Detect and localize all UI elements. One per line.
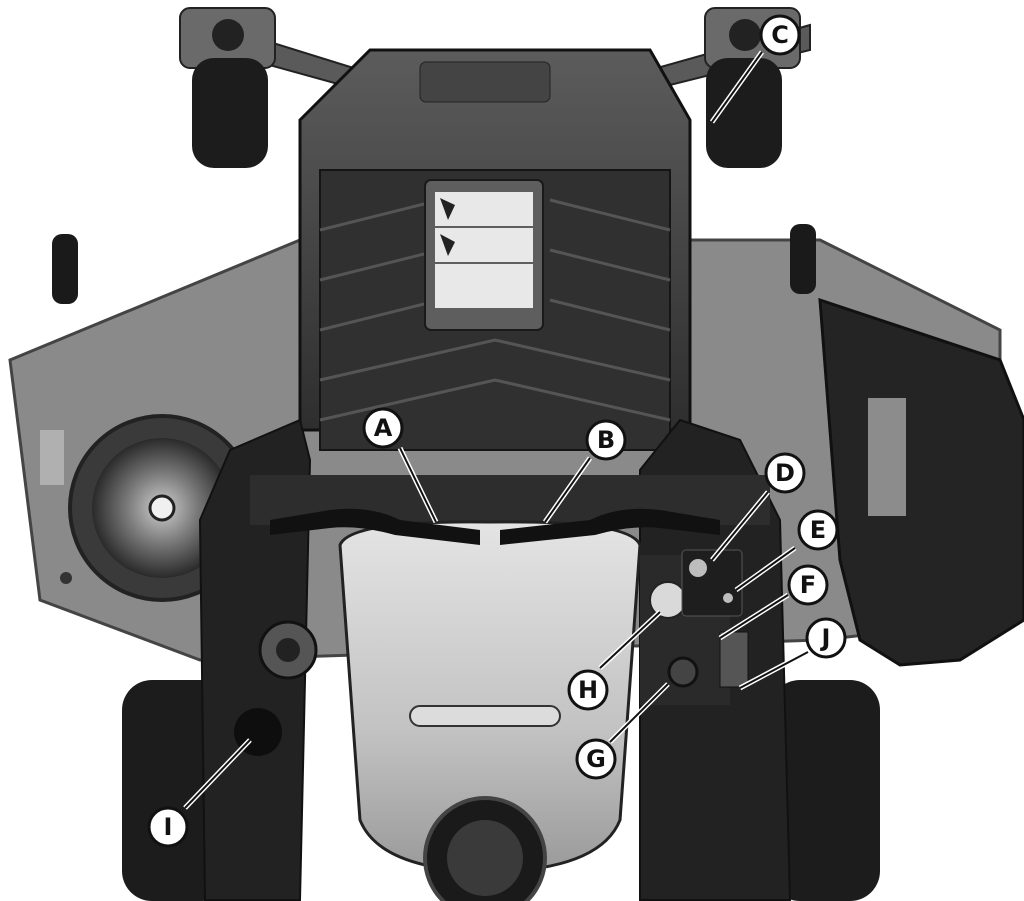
- discharge-chute: [818, 297, 1024, 667]
- right-console: [640, 549, 749, 705]
- front-casters: [179, 7, 811, 168]
- callout-b-label: B: [597, 426, 615, 454]
- callout-c-label: C: [771, 21, 789, 49]
- gauge-wheels: [52, 224, 816, 304]
- callout-a-label: A: [374, 414, 393, 442]
- leader-a: [397, 446, 439, 524]
- engine: [423, 796, 547, 901]
- callout-b: B: [585, 419, 627, 461]
- callout-j: J: [805, 617, 847, 659]
- callout-j-label: J: [820, 624, 831, 652]
- leader-e: [734, 545, 797, 593]
- callout-e: E: [797, 509, 839, 551]
- leader-h: [598, 610, 662, 670]
- callout-i: I: [147, 806, 189, 848]
- leader-i: [183, 738, 252, 810]
- callout-h-label: H: [578, 676, 598, 704]
- leader-g: [608, 682, 670, 744]
- callout-e-label: E: [810, 516, 826, 544]
- callout-a: A: [362, 407, 404, 449]
- callout-f-label: F: [800, 571, 816, 599]
- callout-h: H: [567, 669, 609, 711]
- callout-i-label: I: [164, 813, 173, 841]
- leader-f: [718, 592, 790, 641]
- leader-b: [542, 456, 593, 524]
- leader-d: [710, 490, 770, 562]
- leader-c: [709, 50, 765, 124]
- front-hood: [298, 48, 692, 451]
- callout-d-label: D: [775, 459, 795, 487]
- callout-g: G: [575, 738, 617, 780]
- steering-levers: [270, 508, 720, 545]
- leader-j: [738, 649, 810, 691]
- callout-c: C: [759, 14, 801, 56]
- callout-g-label: G: [586, 745, 606, 773]
- callout-f: F: [787, 564, 829, 606]
- callout-d: D: [764, 452, 806, 494]
- leader-lines: [183, 50, 810, 810]
